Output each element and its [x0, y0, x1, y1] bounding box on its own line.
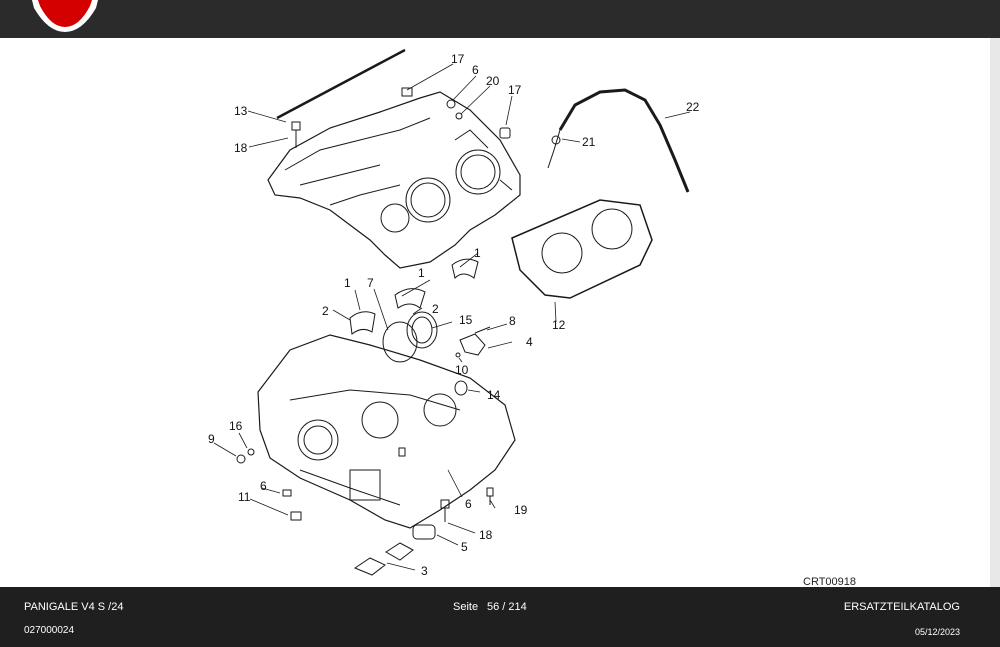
callout-10: 10 — [455, 363, 469, 377]
callout-17-right: 17 — [508, 83, 522, 97]
header-bar — [0, 0, 1000, 38]
model-name: PANIGALE V4 S /24 — [24, 601, 124, 613]
catalog-page — [0, 38, 990, 587]
callout-11: 11 — [238, 490, 251, 504]
callout-6-bottom: 6 — [465, 497, 472, 511]
callout-19: 19 — [514, 503, 528, 517]
head-gasket — [511, 199, 653, 299]
callout-2-left: 2 — [322, 304, 329, 318]
breather-pipe — [558, 88, 690, 193]
drawing-reference: CRT00918 — [803, 576, 856, 588]
page-label: Seite — [453, 601, 479, 613]
lower-crankcase — [257, 334, 516, 529]
callout-9: 9 — [208, 432, 215, 446]
footer-bar: PANIGALE V4 S /24 027000024 Seite 56 / 2… — [0, 587, 1000, 647]
page-number: 56 / 214 — [487, 601, 527, 613]
callout-6-left: 6 — [260, 479, 267, 493]
callout-18-top: 18 — [234, 141, 248, 155]
callout-15: 15 — [459, 313, 473, 327]
ducati-shield-logo-icon — [32, 0, 98, 32]
callout-1-right: 1 — [474, 246, 481, 260]
callout-7: 7 — [367, 276, 374, 290]
callout-1-middle: 1 — [418, 266, 425, 280]
callout-21: 21 — [582, 135, 596, 149]
callout-14: 14 — [487, 388, 501, 402]
callout-8: 8 — [509, 314, 516, 328]
document-code: 027000024 — [24, 625, 75, 636]
callout-12: 12 — [552, 318, 566, 332]
callout-1-left: 1 — [344, 276, 351, 290]
callout-5: 5 — [461, 540, 468, 554]
gasket-strip — [276, 48, 406, 120]
callout-17-top: 17 — [451, 52, 465, 66]
callout-2-middle: 2 — [432, 302, 439, 316]
callout-16: 16 — [229, 419, 243, 433]
callout-13: 13 — [234, 104, 248, 118]
callout-18-bottom: 18 — [479, 528, 493, 542]
upper-crankcase — [267, 91, 521, 269]
callout-3: 3 — [421, 564, 428, 578]
catalog-title: ERSATZTEILKATALOG — [843, 601, 960, 613]
callout-22: 22 — [686, 100, 700, 114]
callout-20: 20 — [486, 74, 500, 88]
catalog-date: 05/12/2023 — [914, 627, 960, 637]
callout-6-top: 6 — [472, 63, 479, 77]
scrollbar[interactable] — [990, 38, 1000, 587]
callout-4: 4 — [526, 335, 533, 349]
